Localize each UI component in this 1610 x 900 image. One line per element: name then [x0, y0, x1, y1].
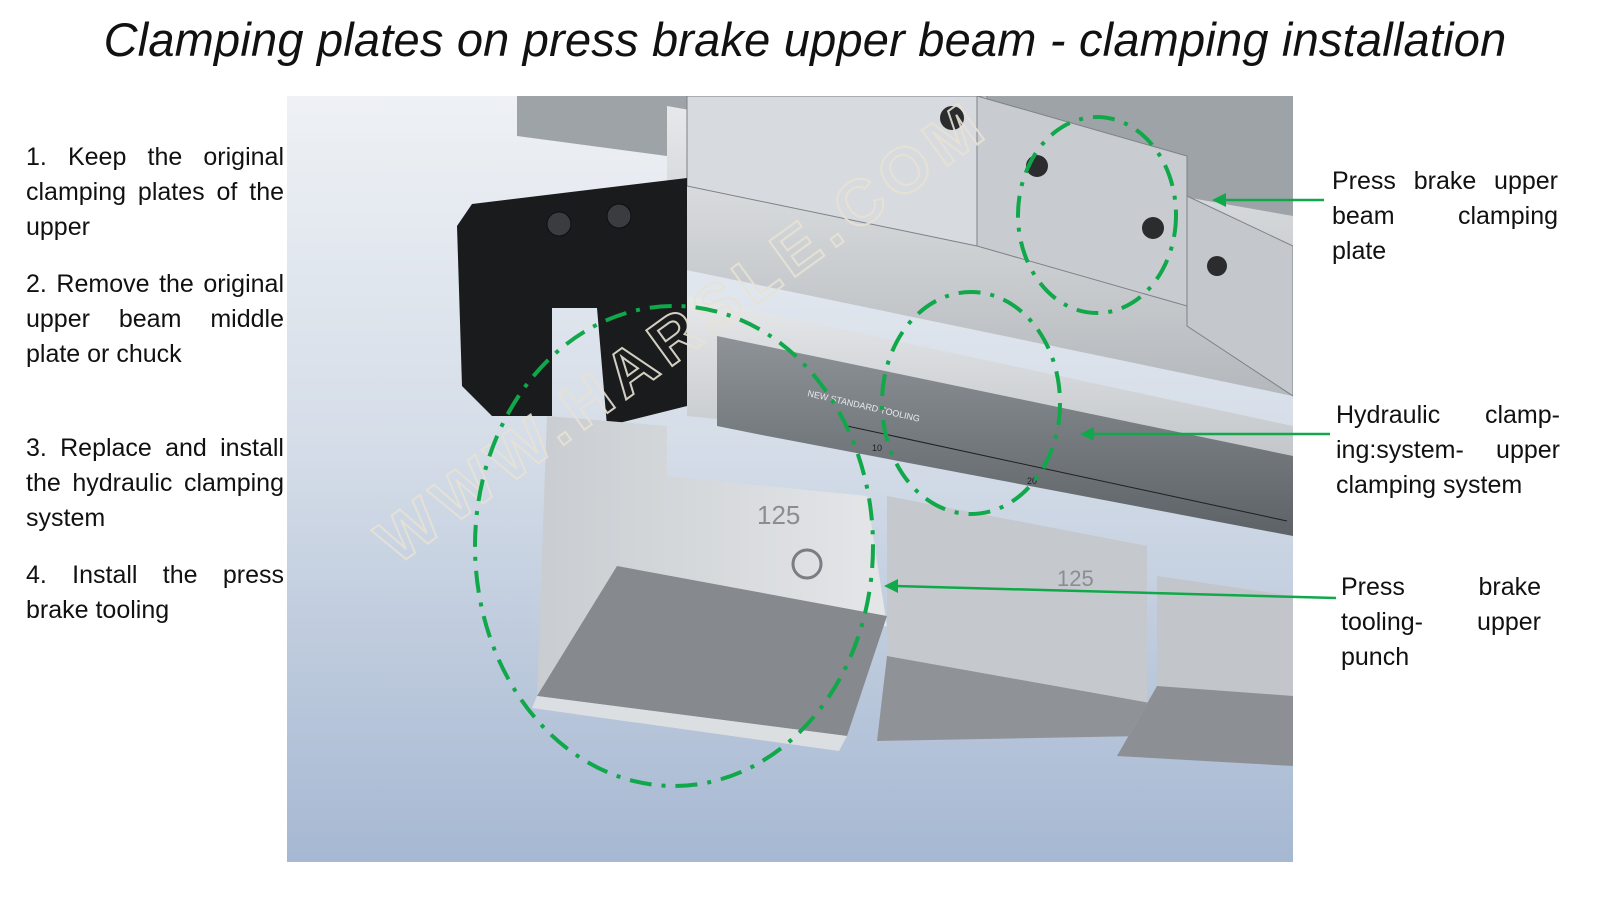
press-brake-photo: NEW STANDARD TOOLING 10 20 125 125 WWW.H…: [287, 96, 1293, 862]
upper-punch-2: 125: [877, 496, 1167, 741]
punch-marking: 125: [757, 500, 800, 530]
block-bolt: [546, 211, 572, 237]
plate-bolt: [1207, 256, 1227, 276]
step-1-text: 1. Keep the original clamping plates of …: [26, 143, 284, 241]
step-4-text: 4. Install the press brake tooling: [26, 561, 284, 624]
upper-punch-3: [1117, 576, 1293, 766]
step-3-text: 3. Replace and in­stall the hydraulic cl…: [26, 434, 284, 532]
plate-bolt: [1142, 217, 1164, 239]
plate-bolt: [1026, 155, 1048, 177]
step-2-text: 2. Remove the origi­nal upper beam middl…: [26, 270, 284, 368]
page-title: Clamping plates on press brake upper bea…: [103, 13, 1507, 66]
plate-bolt: [940, 106, 964, 130]
callout-clamping-plate: Press brake upper beam clamping plate: [1332, 167, 1558, 265]
block-bolt: [606, 203, 632, 229]
punch-marking: 125: [1057, 566, 1094, 591]
callout-tooling: Press brake tooling- upper punch: [1341, 573, 1541, 671]
callout-hydraulic-system: Hydraulic clamp­ing:system- upper clampi…: [1336, 401, 1560, 499]
scale-label: 10: [872, 443, 882, 453]
scale-label: 20: [1027, 476, 1037, 486]
